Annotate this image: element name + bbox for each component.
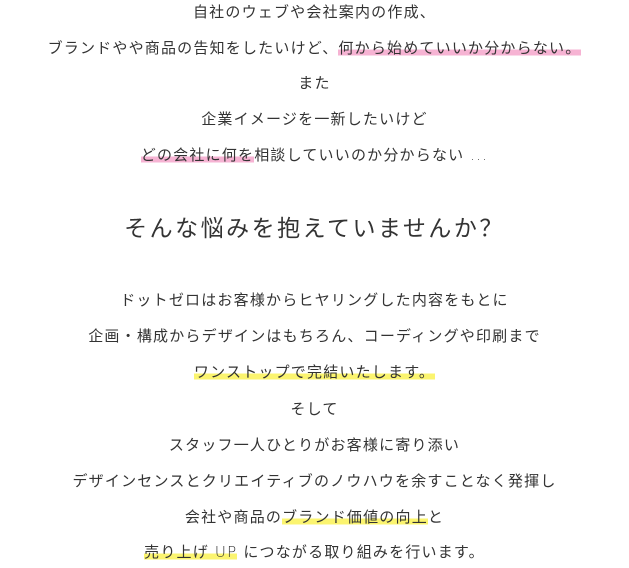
- body-text-7-end: と: [427, 508, 445, 526]
- intro-highlight-5: どの会社に何を: [140, 146, 255, 164]
- intro-text-2: ブランドやや商品の告知をしたいけど、: [47, 39, 339, 57]
- intro-line-2: ブランドやや商品の告知をしたいけど、何から始めていいか分からない。: [0, 38, 629, 58]
- body-line-8: 売り上げ UP につながる取り組みを行います。: [0, 542, 629, 562]
- body-highlight-7: ブランド価値の向上: [282, 508, 428, 526]
- body-text-6: デザインセンスとクリエイティブのノウハウを余すことなく発揮し: [72, 472, 557, 490]
- intro-text-4: 企業イメージを一新したいけど: [201, 110, 428, 128]
- body-line-5: スタッフ一人ひとりがお客様に寄り添い: [0, 435, 629, 455]
- body-highlight-3: ワンストップで完結いたします。: [193, 363, 436, 381]
- body-text-1: ドットゼロはお客様からヒヤリングした内容をもとに: [120, 291, 509, 309]
- body-text-8: につながる取り組みを行います。: [237, 543, 485, 561]
- intro-highlight-2: 何から始めていいか分からない。: [338, 39, 582, 57]
- intro-line-3: また: [0, 73, 629, 93]
- body-line-2: 企画・構成からデザインはもちろん、コーディングや印刷まで: [0, 326, 629, 346]
- body-line-6: デザインセンスとクリエイティブのノウハウを余すことなく発揮し: [0, 471, 629, 491]
- intro-text-1: 自社のウェブや会社案内の作成、: [192, 3, 436, 21]
- body-text-5: スタッフ一人ひとりがお客様に寄り添い: [168, 436, 461, 454]
- intro-line-1: 自社のウェブや会社案内の作成、: [0, 2, 629, 22]
- body-line-1: ドットゼロはお客様からヒヤリングした内容をもとに: [0, 290, 629, 310]
- section-heading: そんな悩みを抱えていませんか？: [124, 216, 505, 242]
- body-line-3: ワンストップで完結いたします。: [0, 362, 629, 382]
- body-line-7: 会社や商品のブランド価値の向上と: [0, 507, 629, 527]
- body-text-7: 会社や商品の: [184, 508, 283, 526]
- body-text-2: 企画・構成からデザインはもちろん、コーディングや印刷まで: [88, 327, 541, 345]
- body-text-4: そして: [290, 400, 339, 418]
- intro-text-3: また: [298, 74, 331, 92]
- intro-text-5: 相談していいのか分からない ...: [254, 146, 489, 164]
- intro-line-5: どの会社に何を相談していいのか分からない ...: [0, 145, 629, 165]
- body-highlight-8: 売り上げ UP: [144, 543, 238, 561]
- intro-line-4: 企業イメージを一新したいけど: [0, 109, 629, 129]
- body-line-4: そして: [0, 399, 629, 419]
